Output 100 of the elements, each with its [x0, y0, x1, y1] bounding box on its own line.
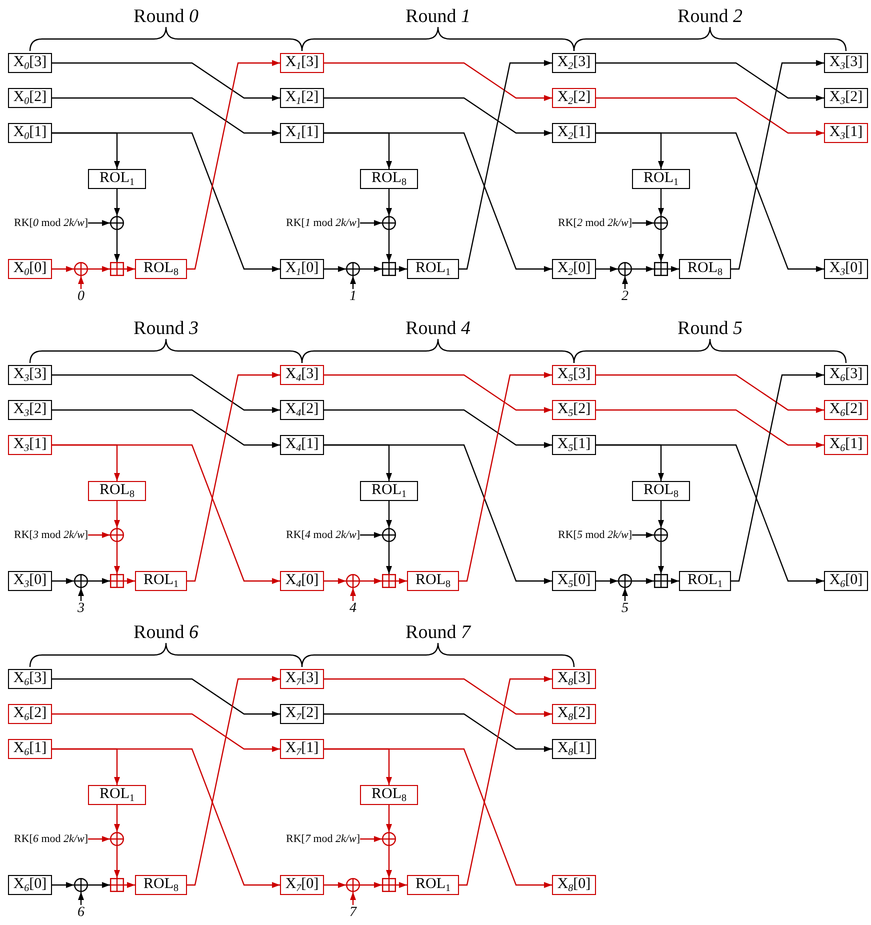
arrow: [52, 578, 74, 584]
arrow: [114, 230, 120, 262]
arrow: [324, 97, 552, 136]
arrow: [88, 220, 110, 226]
state-word-box: X$_{8}$[2]: [552, 704, 596, 724]
arrow: [88, 532, 110, 538]
modular-add-symbol: [110, 878, 124, 892]
arrow: [360, 578, 382, 584]
round-key-label: RK[4 mod 2k/w]: [276, 527, 360, 543]
arrow: [52, 748, 120, 785]
xor-symbol: [110, 216, 124, 230]
state-word-box: X$_{5}$[3]: [552, 365, 596, 385]
arrow: [88, 266, 110, 272]
round-key-label: RK[3 mod 2k/w]: [4, 527, 88, 543]
modular-add-symbol: [382, 574, 396, 588]
arrow: [78, 892, 84, 905]
state-word-box: X$_{1}$[3]: [280, 53, 324, 73]
arrow: [596, 409, 824, 448]
arrow: [396, 266, 407, 272]
state-word-box: X$_{1}$[2]: [280, 88, 324, 108]
state-word-box: X$_{8}$[1]: [552, 739, 596, 759]
xor-symbol: [346, 574, 360, 588]
state-word-box: X$_{0}$[2]: [8, 88, 52, 108]
arrow: [386, 189, 392, 216]
rotate-box: ROL$_{8}$: [135, 875, 187, 895]
arrow: [52, 882, 74, 888]
arrow: [324, 132, 392, 169]
arrow: [350, 892, 356, 905]
arrow: [658, 189, 664, 216]
arrow: [324, 409, 552, 448]
round-counter-label: 1: [345, 289, 361, 305]
arrow: [596, 132, 664, 169]
rotate-box: ROL$_{1}$: [88, 785, 146, 805]
state-word-box: X$_{6}$[2]: [8, 704, 52, 724]
state-word-box: X$_{0}$[0]: [8, 259, 52, 279]
state-word-box: X$_{6}$[1]: [824, 435, 868, 455]
xor-symbol: [346, 262, 360, 276]
rotate-box: ROL$_{1}$: [88, 169, 146, 189]
arrow: [459, 60, 552, 270]
arrow: [360, 532, 382, 538]
rotate-box: ROL$_{1}$: [135, 571, 187, 591]
modular-add-symbol: [110, 574, 124, 588]
arrow: [78, 276, 84, 289]
arrow: [350, 276, 356, 289]
xor-symbol: [110, 528, 124, 542]
state-word-box: X$_{6}$[3]: [8, 669, 52, 689]
arrow: [386, 501, 392, 528]
xor-symbol: [618, 574, 632, 588]
arrow: [324, 713, 552, 752]
arrow: [360, 220, 382, 226]
arrow: [78, 588, 84, 601]
state-word-box: X$_{0}$[3]: [8, 53, 52, 73]
state-word-box: X$_{2}$[3]: [552, 53, 596, 73]
state-word-box: X$_{7}$[3]: [280, 669, 324, 689]
round-title: Round 7: [406, 623, 470, 642]
rotate-box: ROL$_{1}$: [679, 571, 731, 591]
arrow: [386, 846, 392, 878]
xor-symbol: [74, 262, 88, 276]
rotate-box: ROL$_{1}$: [360, 481, 418, 501]
arrow: [52, 266, 74, 272]
round-title: Round 1: [406, 7, 470, 26]
arrow: [187, 676, 280, 886]
arrow: [324, 882, 346, 888]
arrow: [114, 846, 120, 878]
state-word-box: X$_{3}$[0]: [8, 571, 52, 591]
state-word-box: X$_{3}$[0]: [824, 259, 868, 279]
arrow: [596, 62, 824, 101]
arrow: [386, 230, 392, 262]
arrow: [668, 266, 679, 272]
state-word-box: X$_{7}$[2]: [280, 704, 324, 724]
round-title: Round 6: [134, 623, 198, 642]
state-word-box: X$_{1}$[1]: [280, 123, 324, 143]
rotate-box: ROL$_{1}$: [407, 259, 459, 279]
state-word-box: X$_{3}$[1]: [8, 435, 52, 455]
arrow: [658, 230, 664, 262]
arrow: [596, 97, 824, 136]
arrow: [324, 444, 392, 481]
rotate-box: ROL$_{1}$: [632, 169, 690, 189]
state-word-box: X$_{8}$[3]: [552, 669, 596, 689]
xor-symbol: [654, 528, 668, 542]
state-word-box: X$_{3}$[3]: [824, 53, 868, 73]
xor-symbol: [654, 216, 668, 230]
arrow: [52, 678, 280, 717]
state-word-box: X$_{2}$[0]: [552, 259, 596, 279]
state-word-box: X$_{6}$[1]: [8, 739, 52, 759]
arrow: [596, 578, 618, 584]
state-word-box: X$_{5}$[0]: [552, 571, 596, 591]
arrow: [596, 374, 824, 413]
arrow: [658, 501, 664, 528]
round-counter-label: 3: [73, 601, 89, 617]
arrow: [124, 882, 135, 888]
arrow: [114, 805, 120, 832]
arrow: [324, 748, 392, 785]
arrow: [52, 374, 280, 413]
state-word-box: X$_{4}$[0]: [280, 571, 324, 591]
arrow: [114, 189, 120, 216]
xor-symbol: [618, 262, 632, 276]
state-word-box: X$_{8}$[0]: [552, 875, 596, 895]
arrow: [632, 220, 654, 226]
arrow: [324, 678, 552, 717]
